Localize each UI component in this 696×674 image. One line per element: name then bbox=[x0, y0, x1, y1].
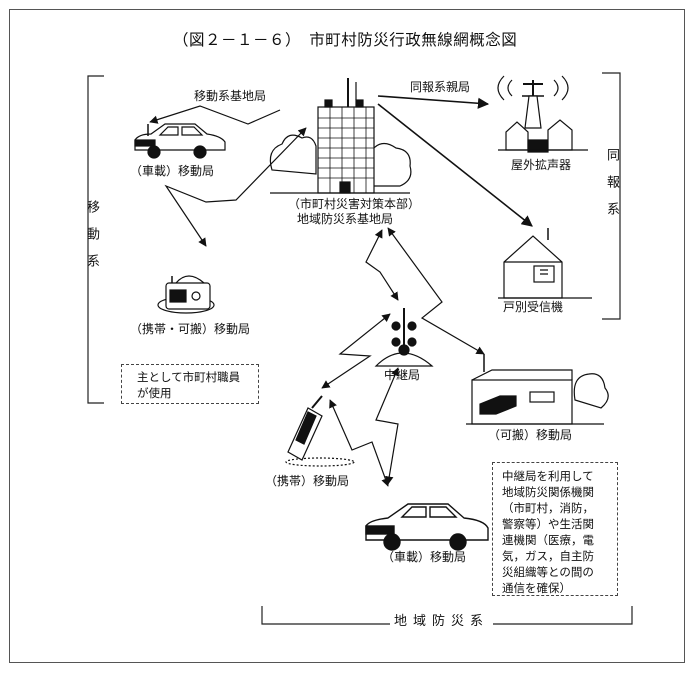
label-household-receiver: 戸別受信機 bbox=[503, 300, 564, 314]
label-mobile-base-station: 移動系基地局 bbox=[194, 89, 267, 103]
portable-radio-icon bbox=[157, 275, 215, 314]
household-receiver-icon bbox=[498, 228, 592, 299]
note-staff-use-line1: 主として市町村職員 bbox=[137, 370, 241, 384]
note-staff-use-line2: が使用 bbox=[137, 386, 172, 400]
link-hq-to-receiver bbox=[377, 103, 533, 227]
group-label-regional: 地域防災系 bbox=[390, 614, 494, 629]
portable-base-building-icon bbox=[466, 354, 609, 425]
note-relay-use-line4: 警察等）や生活関 bbox=[502, 517, 594, 531]
note-relay-use-line6: 気，ガス，自主防 bbox=[502, 549, 594, 563]
outdoor-speaker-icon bbox=[497, 75, 588, 153]
link-relay-to-handheld bbox=[321, 313, 391, 389]
note-relay-use-line1: 中継局を利用して bbox=[502, 469, 594, 483]
mobile-group-bracket bbox=[87, 75, 104, 404]
note-relay-use: 中継局を利用して 地域防災関係機関 （市町村，消防， 警察等）や生活関 連機関（… bbox=[492, 462, 618, 596]
label-handheld-mobile: （携帯）移動局 bbox=[265, 474, 350, 488]
link-hq-to-speaker bbox=[377, 95, 490, 109]
link-hq-to-portable-left bbox=[164, 127, 307, 247]
label-relay-station: 中継局 bbox=[384, 368, 421, 382]
note-staff-use: 主として市町村職員 が使用 bbox=[121, 364, 259, 404]
note-relay-use-line5: 連機関（医療，電 bbox=[502, 533, 594, 547]
group-label-broadcast: 同報系 bbox=[604, 148, 619, 229]
label-car-mobile-bottom: （車載）移動局 bbox=[382, 550, 467, 564]
figure-frame bbox=[9, 9, 685, 663]
link-handheld-to-car bbox=[329, 399, 390, 487]
hq-building-icon bbox=[269, 78, 412, 194]
label-portable-mobile-left: （携帯・可搬）移動局 bbox=[130, 322, 251, 336]
label-broadcast-parent-station: 同報系親局 bbox=[410, 80, 471, 94]
car-icon-left bbox=[134, 123, 226, 159]
label-car-mobile-left: （車載）移動局 bbox=[130, 164, 215, 178]
car-icon-bottom bbox=[365, 503, 489, 551]
link-hq-to-car-left bbox=[149, 105, 281, 125]
label-hq-line2: 地域防災系基地局 bbox=[297, 212, 394, 226]
link-hq-to-portable-right bbox=[387, 227, 485, 355]
group-label-mobile: 移動系 bbox=[84, 200, 99, 281]
link-relay-to-car bbox=[375, 367, 399, 485]
link-hq-to-relay bbox=[365, 229, 399, 301]
figure-title: （図２－１－６） 市町村防災行政無線網概念図 bbox=[173, 31, 518, 49]
note-relay-use-line8: 通信を確保） bbox=[502, 581, 571, 595]
label-portable-mobile-right: （可搬）移動局 bbox=[488, 428, 573, 442]
broadcast-group-bracket bbox=[602, 72, 621, 320]
note-relay-use-line2: 地域防災関係機関 bbox=[502, 485, 594, 499]
radio-links bbox=[149, 95, 533, 487]
label-hq-line1: （市町村災害対策本部） bbox=[288, 197, 421, 211]
label-outdoor-speaker: 屋外拡声器 bbox=[511, 158, 572, 172]
note-relay-use-line7: 災組織等との間の bbox=[502, 565, 594, 579]
note-relay-use-line3: （市町村，消防， bbox=[502, 501, 594, 515]
